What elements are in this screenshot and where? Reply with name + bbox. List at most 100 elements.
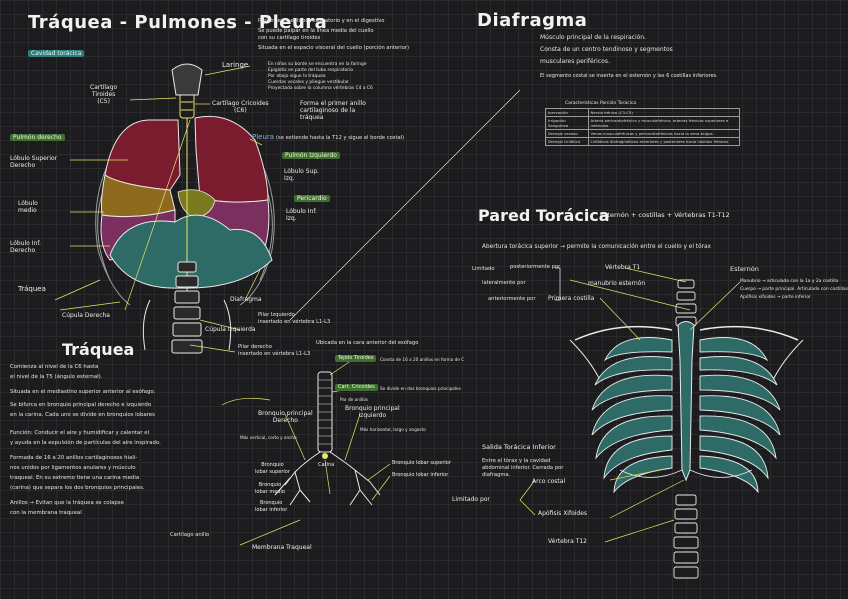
table-cell: Inervación	[546, 109, 589, 117]
traquea-note: nos unidos por ligamentos anulares y mús…	[10, 463, 161, 473]
lateralmente-label: lateralmente por	[482, 280, 526, 287]
esternon-notes: Manubrio → articulado con la 1a y 2a cos…	[740, 278, 848, 302]
tejido-tiroides-label: Tejido Tiroides	[335, 355, 376, 362]
traquea-note: Se bifurca en bronquio principal derecho…	[10, 400, 161, 410]
table-cell: Linfáticos diafragmáticos anteriores y p…	[588, 138, 739, 146]
traquea-note: Comienza al nivel de la C6 hasta	[10, 362, 161, 372]
diafragma-note: musculares periféricos.	[540, 56, 718, 68]
pared-components: Esternón + costillas + Vértebras T1-T12	[600, 212, 730, 219]
cupula-derecha-label: Cúpula Derecha	[62, 312, 110, 319]
vertebra-t1-label: Vértebra T1	[605, 264, 640, 271]
cartilago-anillo-label: Cartílago anillo	[170, 532, 209, 539]
pilar-izquierdo-label: Pilar Izquierdo insertado en vértebra L1…	[258, 312, 330, 326]
laringe-note: Se puede palpar en la línea media del cu…	[258, 28, 409, 35]
laringe-detail-notes: En niños su borde se encuentra en la far…	[268, 62, 373, 92]
diafragma-notes: Músculo principal de la respiración. Con…	[540, 32, 718, 82]
sternum-shape	[678, 322, 694, 481]
se-divide-texto: Se divide en dos bronquios principales	[380, 385, 461, 392]
laringe-notes: Presente en el tubo respiratorio y en el…	[258, 18, 409, 52]
bronquio-principal-derecho-label: Bronquio principal Derecho	[258, 410, 313, 424]
traquea-notes: Comienza al nivel de la C6 hasta el nive…	[10, 362, 161, 518]
bronquio-lobar-medio-label: Bronquio lobar medio	[255, 482, 285, 496]
esternon-label: Esternón	[730, 266, 759, 273]
esternon-note: Manubrio → articulado con la 1a y 2a cos…	[740, 278, 848, 286]
traquea-note: Situada en el mediastino superior anteri…	[10, 387, 161, 397]
pleura-note: (se extiende hasta la T12 y sigue el bor…	[276, 135, 404, 142]
right-upper-lobe	[105, 120, 180, 190]
diafragma-title: Diafragma	[477, 10, 587, 31]
traquea-title: Tráquea	[62, 340, 134, 359]
left-upper-lobe	[195, 116, 268, 202]
diafragma-note: El segmento costal se inserta en el este…	[540, 70, 718, 82]
table-cell: Nervio frénico (C3-C5)	[588, 109, 739, 117]
cupula-izquierda-label: Cúpula Izquierda	[205, 326, 256, 333]
traquea-note: con la membrana traqueal	[10, 508, 161, 518]
pericardio-label: Pericardio	[294, 195, 330, 202]
esternon-note: Cuerpo → parte principal. Articulado con…	[740, 286, 848, 294]
lobulo-superior-izquierdo-label: Lóbulo Sup. Izq.	[284, 168, 319, 182]
bronquio-principal-izquierdo-label: Bronquio principal izquierdo	[345, 405, 400, 419]
traquea-note: y ayuda en la expulsión de partículas de…	[10, 438, 161, 448]
traquea-note: Anillos → Evitan que la tráquea se colap…	[10, 498, 161, 508]
salida-note: Entre el tórax y la cavidad abdominal in…	[482, 458, 577, 479]
diafragma-note: Consta de un centro tendinoso y segmento…	[540, 44, 718, 56]
apofisis-xifoides-label: Apófisis Xifoides	[538, 510, 587, 517]
bronquio-lobar-superior-derecho-label: Bronquio lobar superior	[255, 462, 290, 476]
pared-toracica-title: Pared Torácica	[478, 206, 610, 225]
manubrio-label: manubrio esternón	[588, 280, 645, 287]
cartilago-tiroides-label: Cartílago Tiroides (C5)	[90, 84, 117, 105]
traquea-note: Formada de 16 a 20 anillos cartilaginoso…	[10, 453, 161, 463]
primera-costilla-label: Primera costilla	[548, 295, 594, 302]
laringe-note: Situada en el espacio visceral del cuell…	[258, 45, 409, 52]
traquea-note: traqueal. En su extremo tiene una carina…	[10, 473, 161, 483]
larynx-shape	[172, 64, 202, 95]
laringe-label: Laringe	[222, 62, 248, 69]
traquea-note: en la carina. Cada uno se divide en bron…	[10, 410, 161, 420]
table-cell: Drenaje Linfático	[546, 138, 589, 146]
diafragma-label: Diafragma	[230, 296, 262, 303]
anteriormente-label: anteriormente por	[488, 296, 536, 303]
carina-label: Carina	[318, 462, 334, 469]
arco-costal-label: Arco costal	[532, 478, 565, 485]
bronquio-lobar-superior-izquierdo-label: Bronquio lobar superior	[392, 460, 451, 467]
abertura-superior: Abertura torácica superior → permite la …	[482, 244, 711, 251]
table-cell: Irrigación Sanguínea	[546, 117, 589, 130]
cartilago-cricoides-label: Cartílago Cricoides (C6)	[212, 100, 269, 114]
cavidad-toracica-label: Cavidad torácica	[28, 50, 84, 57]
traquea-note: el nivel de la T5 (ángulo esternal).	[10, 372, 161, 382]
lobulo-inferior-derecho-label: Lóbulo Inf. Derecho	[10, 240, 41, 254]
mas-vertical-note: Más vertical, corto y ancho	[240, 434, 297, 441]
traquea-note: (carina) que separa los dos bronquios pr…	[10, 483, 161, 493]
table-cell: Drenaje venoso	[546, 130, 589, 138]
traquea-label: Tráquea	[18, 286, 46, 293]
lobulo-medio-label: Lóbulo medio	[18, 200, 38, 214]
laringe-note: Presente en el tubo respiratorio y en el…	[258, 18, 409, 25]
par-de-anillos-label: Par de anillos	[340, 396, 368, 403]
limitado-por-label: Limitado por	[452, 496, 490, 503]
vertebra-t12-label: Vértebra T12	[548, 538, 587, 545]
pulmon-izquierdo-label: Pulmón Izquierdo	[282, 152, 340, 159]
table-header: Características Porción Torácica	[565, 100, 636, 107]
laringe-note: con su cartílago tiroides	[258, 35, 409, 42]
mas-horizontal-note: Más horizontal, largo y angosto	[360, 426, 426, 433]
lobulo-superior-derecho-label: Lóbulo Superior Derecho	[10, 155, 57, 169]
traquea-note: Función: Conducir el aire y humidificar …	[10, 428, 161, 438]
cricoides-note: Forma el primer anillo cartilaginoso de …	[300, 100, 366, 121]
cartilago-texto: Consta de 16 a 20 anillos en forma de C	[380, 356, 464, 363]
pilar-derecho-label: Pilar derecho insertado en vértebra L1-L…	[238, 344, 310, 358]
diafragma-note: Músculo principal de la respiración.	[540, 32, 718, 44]
membrana-traqueal-label: Membrana Traqueal	[252, 544, 312, 551]
posteriormente-label: posteriormente por	[510, 264, 560, 271]
table-cell: Venas musculofrénicas y pericardiofrénic…	[588, 130, 739, 138]
lobulo-inferior-izquierdo-label: Lóbulo Inf. Izq.	[286, 208, 317, 222]
esternon-note: Apófisis xifoides → parte inferior	[740, 294, 848, 302]
laringe-note: Proyectada sobre la columna vértebras C4…	[268, 86, 373, 92]
limitado-label: Limitado	[472, 266, 495, 273]
bronquio-lobar-inferior-izquierdo-label: Bronquio lobar inferior	[392, 472, 448, 479]
salida-toracica-label: Salida Torácica Inferior	[482, 444, 556, 451]
